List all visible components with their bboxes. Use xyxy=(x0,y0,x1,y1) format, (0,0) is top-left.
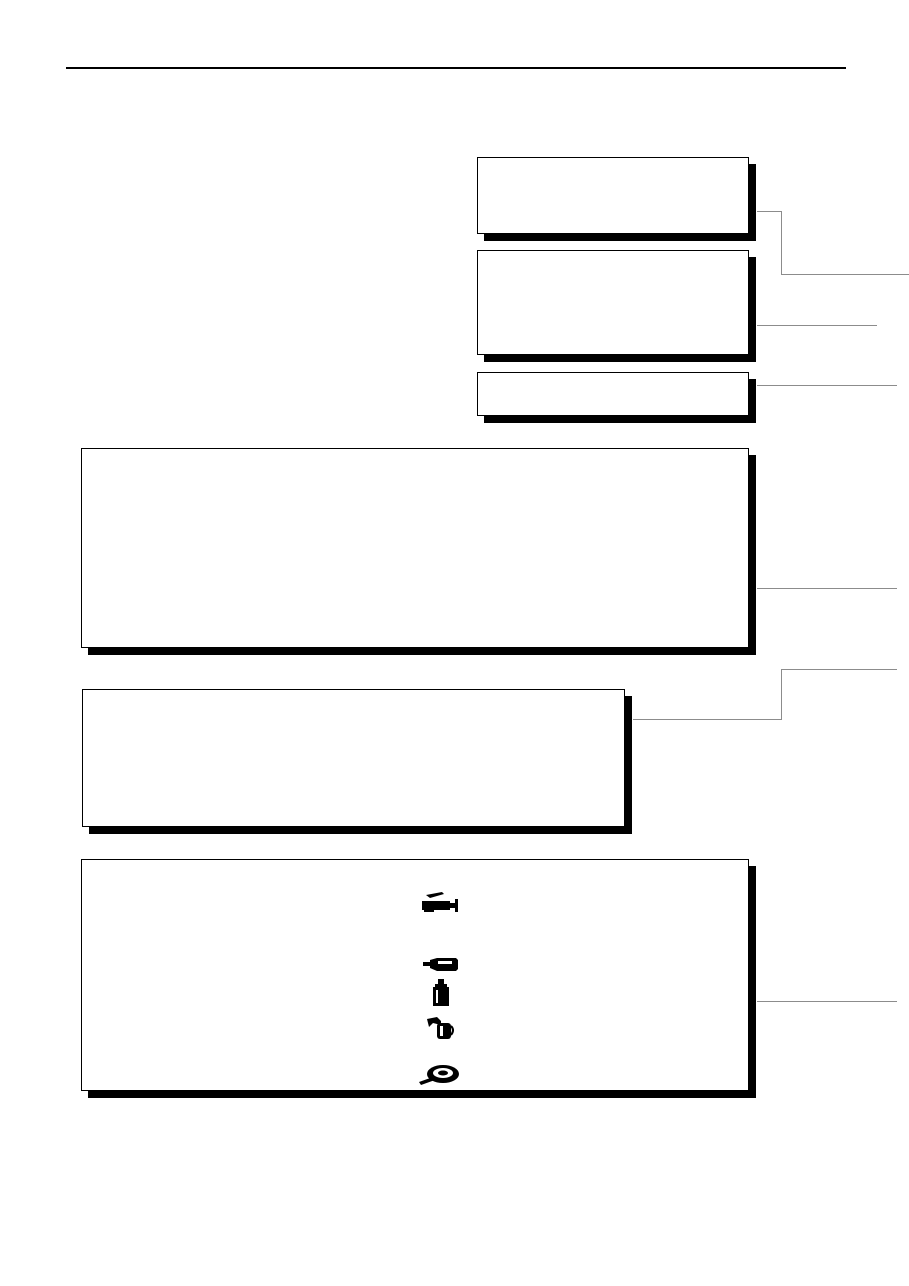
panel-top-2 xyxy=(477,250,749,355)
leader-line xyxy=(781,211,782,274)
leader-line xyxy=(757,211,782,212)
leader-line xyxy=(757,385,897,386)
panel-top-3 xyxy=(477,372,749,416)
oil-can-icon xyxy=(427,1017,454,1039)
leader-line xyxy=(781,669,782,720)
sealant-tube-icon xyxy=(423,958,458,971)
panel-top-1 xyxy=(477,157,749,234)
leader-line xyxy=(757,325,877,326)
panel-middle xyxy=(82,689,625,827)
adhesive-bottle-icon xyxy=(433,979,449,1006)
leader-line xyxy=(633,719,782,720)
panel-wide xyxy=(81,448,749,648)
tape-measure-icon xyxy=(419,1065,459,1085)
header-rule xyxy=(66,67,846,69)
leader-line xyxy=(781,669,897,670)
leader-line xyxy=(757,588,897,589)
panel-tools xyxy=(81,859,749,1091)
leader-line xyxy=(757,1001,897,1002)
grease-gun-icon xyxy=(422,892,458,912)
leader-line xyxy=(781,274,909,275)
